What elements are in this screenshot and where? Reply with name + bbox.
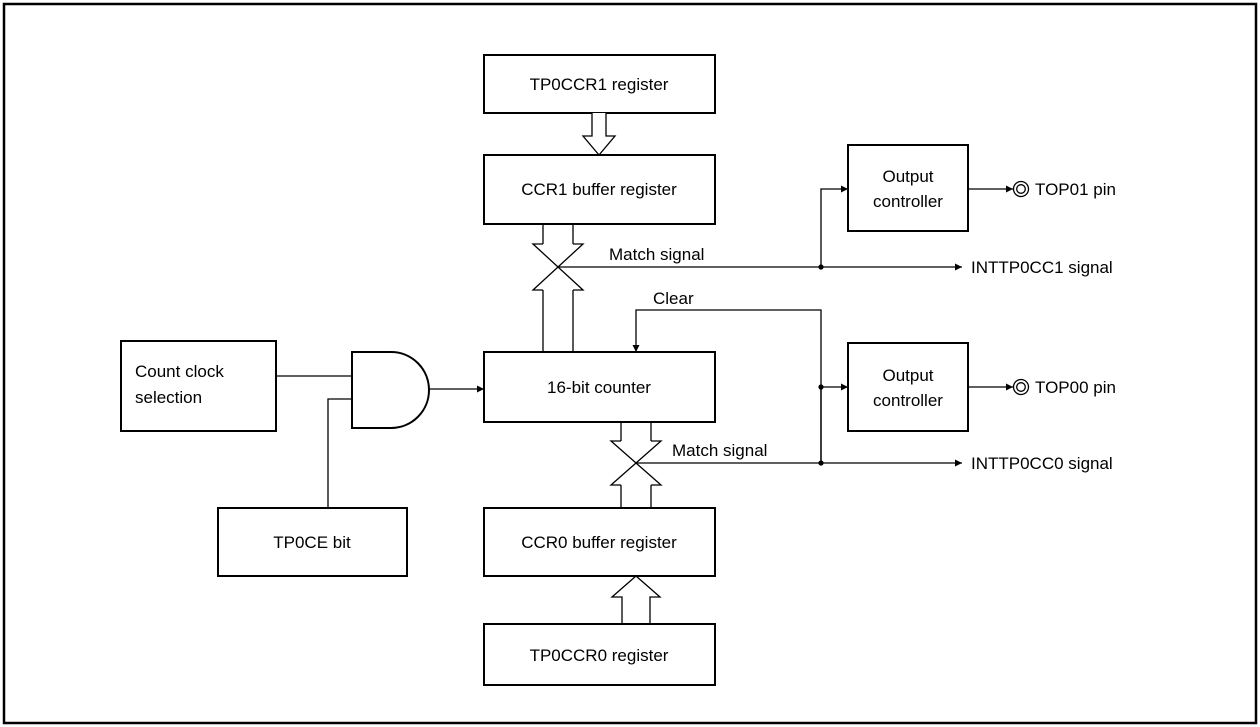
inttp0cc0-label: INTTP0CC0 signal — [971, 454, 1113, 473]
tp0ccr0-register-block: TP0CCR0 register — [483, 623, 716, 686]
top01-pin-label: TOP01 pin — [1035, 180, 1116, 199]
output-controller-1-line2: controller — [873, 192, 943, 211]
tp0ce-bit-block: TP0CE bit — [217, 507, 408, 577]
top00-pin-icon — [1012, 378, 1030, 396]
count-clock-selection-block: Count clock selection — [120, 340, 277, 432]
output-controller-0-block: Output controller — [847, 342, 969, 432]
tp0ce-bit-label: TP0CE bit — [273, 533, 351, 552]
compare-bus-0 — [609, 422, 663, 508]
and-gate — [351, 351, 430, 429]
ccr0-buffer-register-label: CCR0 buffer register — [521, 533, 677, 552]
bus-arrow-ccr1-down — [581, 113, 617, 157]
counter-16bit-block: 16-bit counter — [483, 351, 716, 423]
tp0ccr1-register-block: TP0CCR1 register — [483, 54, 716, 114]
inttp0cc1-label: INTTP0CC1 signal — [971, 258, 1113, 277]
ccr1-buffer-register-label: CCR1 buffer register — [521, 180, 677, 199]
compare-bus-1 — [531, 224, 585, 352]
ccr1-buffer-register-block: CCR1 buffer register — [483, 154, 716, 225]
output-controller-1-line1: Output — [882, 167, 933, 186]
clear-label: Clear — [653, 289, 694, 308]
junction-dot-clear — [818, 384, 824, 390]
match-signal-1-label: Match signal — [609, 245, 704, 264]
match0-to-output-controller-0 — [820, 383, 848, 463]
output-controller-0-line2: controller — [873, 391, 943, 410]
count-clock-label-line1: Count clock — [135, 362, 224, 381]
match-signal-0-label: Match signal — [672, 441, 767, 460]
output-controller-0-line1: Output — [882, 366, 933, 385]
counter-16bit-label: 16-bit counter — [547, 378, 651, 397]
top01-pin-icon — [1012, 180, 1030, 198]
tp0ccr1-register-label: TP0CCR1 register — [530, 75, 669, 94]
output-controller-1-block: Output controller — [847, 144, 969, 232]
count-clock-label-line2: selection — [135, 388, 202, 407]
top00-pin-label: TOP00 pin — [1035, 378, 1116, 397]
tp0ccr0-register-label: TP0CCR0 register — [530, 646, 669, 665]
match1-to-output-controller-1 — [820, 185, 848, 267]
tp0ce-to-gate-line — [327, 398, 352, 508]
ccr0-buffer-register-block: CCR0 buffer register — [483, 507, 716, 577]
bus-arrow-ccr0-up — [610, 575, 662, 624]
